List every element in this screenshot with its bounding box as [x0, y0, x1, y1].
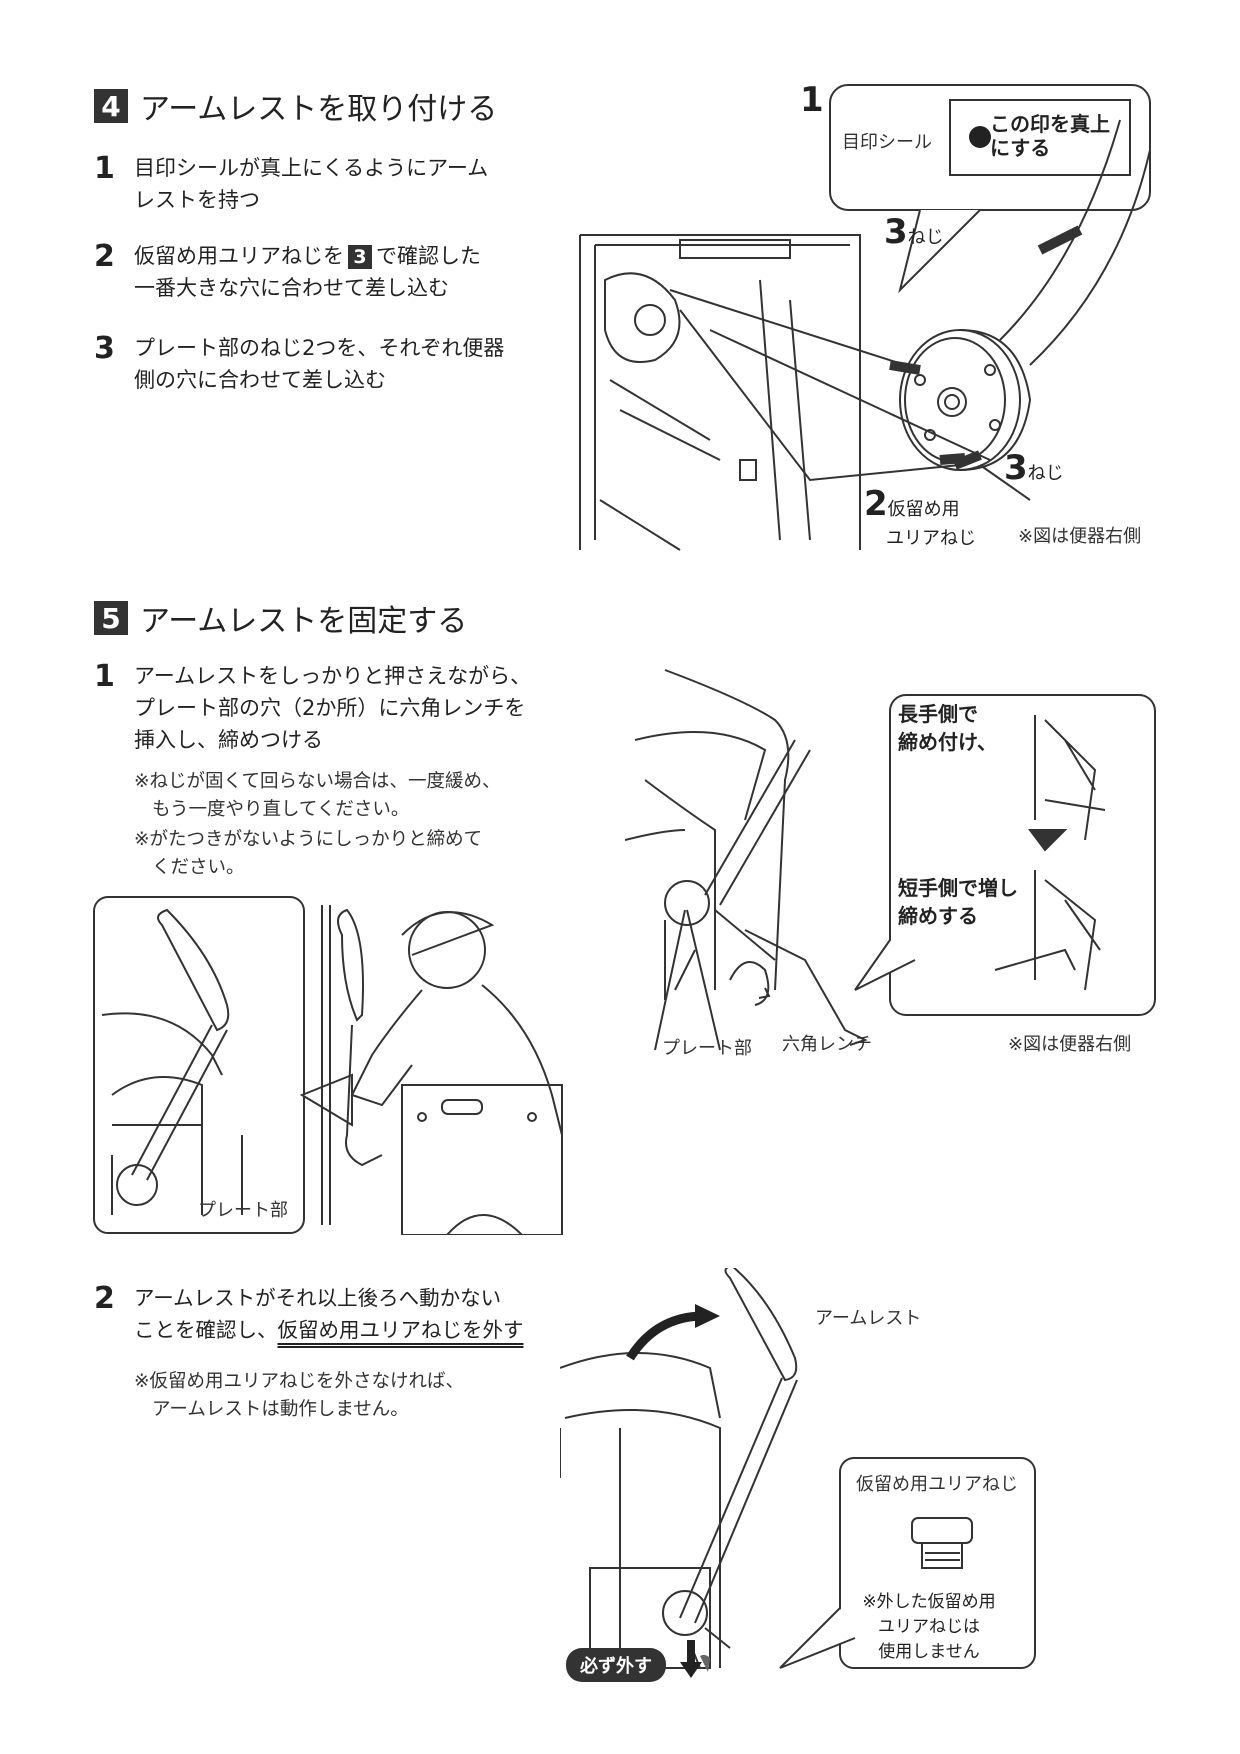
screw-label-top: 3ねじ: [884, 212, 944, 252]
section-4-heading: 4 アームレストを取り付ける: [94, 84, 497, 128]
sec5-step1-note-2: ※がたつきがないようにしっかりと締めて ください。: [134, 829, 483, 878]
seal-label: 目印シール: [842, 132, 932, 153]
screw-label-bottom: 3ねじ: [1004, 448, 1064, 488]
sec4-step-3: 3 プレート部のねじ2つを、それぞれ便器 側の穴に合わせて差し込む: [94, 331, 505, 393]
remove-screw-emphasis: 仮留め用ユリアねじを外す: [277, 1318, 524, 1342]
sec5-step-2: 2 アームレストがそれ以上後ろへ動かない ことを確認し、仮留め用ユリアねじを外す: [94, 1281, 524, 1343]
long-side-instruction: 長手側で 締め付け、: [898, 702, 997, 754]
fig5-side-note: ※図は便器右側: [1008, 1034, 1132, 1055]
hex-wrench-label: 六角レンチ: [782, 1034, 872, 1055]
hex-wrench-illustration: [625, 669, 1156, 1051]
section-5-heading: 5 アームレストを固定する: [94, 596, 467, 640]
right-fig-plate-label: プレート部: [662, 1038, 752, 1059]
fig4-side-note: ※図は便器右側: [1018, 526, 1142, 547]
screw-not-used-note: ※外した仮留め用 ユリアねじは 使用しません: [862, 1592, 996, 1662]
armrest-label: アームレスト: [815, 1308, 922, 1329]
sec5-step1-note-1: ※ねじが固くて回らない場合は、一度緩め、 もう一度やり直してください。: [134, 771, 501, 820]
sec5-step-1: 1 アームレストをしっかりと押さえながら、 プレート部の穴（2か所）に六角レンチ…: [94, 659, 532, 753]
fig4-callout-number: 1: [800, 80, 824, 120]
section-5-title: アームレストを固定する: [140, 604, 468, 639]
temp-screw-title: 仮留め用ユリアねじ: [856, 1474, 1018, 1495]
step-reference-badge: 3: [348, 245, 372, 269]
section-4-title: アームレストを取り付ける: [140, 92, 498, 127]
sec5-step2-note: ※仮留め用ユリアねじを外さなければ、 アームレストは動作しません。: [134, 1371, 465, 1420]
armrest-install-illustration: [579, 84, 1151, 551]
sec4-step-1: 1 目印シールが真上にくるようにアーム レストを持つ: [94, 151, 489, 213]
holding-armrest-illustration: [93, 896, 563, 1235]
armrest-remove-screw-illustration: [560, 1268, 1036, 1678]
section-number-4: 4: [94, 89, 128, 123]
seal-instruction: この印を真上 にする: [990, 112, 1110, 160]
left-fig-plate-label: プレート部: [198, 1200, 288, 1221]
temp-screw-label: 2仮留め用 ユリアねじ: [864, 484, 976, 549]
section-number-5: 5: [94, 601, 128, 635]
short-side-instruction: 短手側で増し 締めする: [898, 876, 1018, 928]
must-remove-badge: 必ず外す: [566, 1648, 666, 1682]
